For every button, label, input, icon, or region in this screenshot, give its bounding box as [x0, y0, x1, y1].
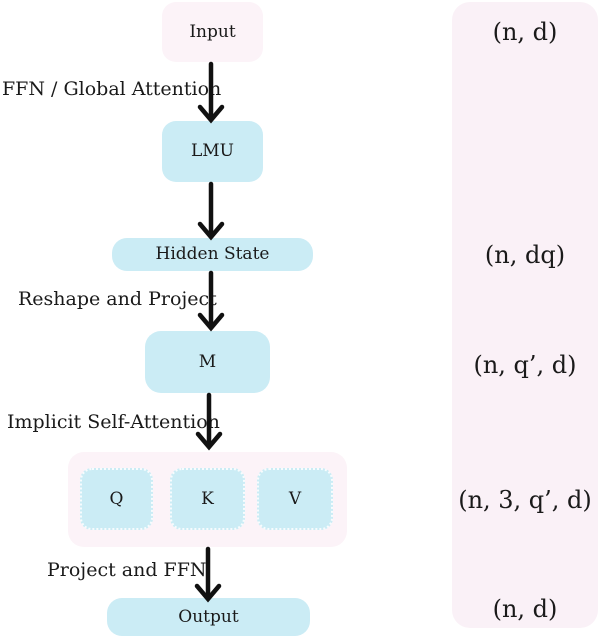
- edge-label-implicit-self-attention: Implicit Self-Attention: [7, 411, 220, 433]
- node-hidden-state-label: Hidden State: [155, 244, 270, 264]
- shape-annotation-input: (n, d): [492, 18, 558, 46]
- edge-label-project-and-ffn: Project and FFN: [47, 559, 207, 581]
- node-v: V: [257, 468, 333, 530]
- node-input: Input: [162, 2, 263, 62]
- node-input-label: Input: [189, 21, 236, 42]
- node-output-label: Output: [178, 606, 239, 627]
- shape-annotation-hidden-state: (n, dq): [484, 241, 566, 269]
- node-v-label: V: [288, 488, 302, 509]
- node-lmu-label: LMU: [190, 141, 235, 161]
- shape-annotation-output: (n, d): [492, 595, 558, 623]
- edge-label-reshape-and-project: Reshape and Project: [18, 288, 217, 310]
- node-hidden-state: Hidden State: [112, 238, 313, 271]
- qkv-group-container: Q K V: [68, 452, 347, 547]
- shape-annotation-m: (n, q’, d): [473, 351, 577, 379]
- node-q: Q: [80, 468, 153, 530]
- tensor-shape-panel: (n, d) (n, dq) (n, q’, d) (n, 3, q’, d) …: [452, 2, 598, 628]
- node-output: Output: [107, 598, 310, 636]
- edge-label-ffn-global-attention: FFN / Global Attention: [2, 78, 222, 100]
- arrow-lmu-to-hidden-state: [197, 181, 225, 241]
- shape-annotation-qkv: (n, 3, q’, d): [458, 486, 592, 514]
- node-m: M: [145, 331, 270, 393]
- node-q-label: Q: [109, 488, 124, 509]
- node-k: K: [170, 468, 245, 530]
- node-k-label: K: [201, 488, 214, 509]
- node-m-label: M: [198, 351, 217, 372]
- node-lmu: LMU: [162, 121, 263, 182]
